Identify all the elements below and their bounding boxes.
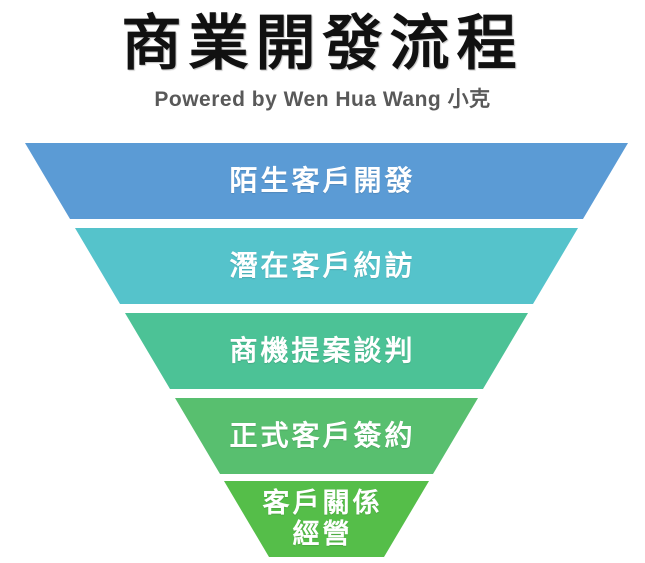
funnel-tier-4: 正式客戶簽約 <box>175 398 478 474</box>
page-title: 商業開發流程 <box>121 10 524 77</box>
funnel-tier-5: 客戶關係 經營 <box>224 481 429 557</box>
page-subtitle: Powered by Wen Hua Wang 小克 <box>154 88 491 111</box>
funnel-tier-2-label: 潛在客戶約訪 <box>229 249 416 281</box>
funnel-tier-5-label: 客戶關係 經營 <box>262 487 383 549</box>
funnel-tier-1-label: 陌生客戶開發 <box>229 164 416 196</box>
funnel-tier-3: 商機提案談判 <box>125 313 528 389</box>
funnel-tier-1: 陌生客戶開發 <box>25 143 628 219</box>
funnel-tier-4-label: 正式客戶簽約 <box>229 419 416 451</box>
business-development-funnel: 陌生客戶開發 潛在客戶約訪 商機提案談判 正式客戶簽約 客戶關係 經營 <box>0 143 645 557</box>
header: 商業開發流程 Powered by Wen Hua Wang 小克 <box>0 0 645 113</box>
funnel-tier-3-label: 商機提案談判 <box>229 334 416 366</box>
funnel-tier-2: 潛在客戶約訪 <box>75 228 578 304</box>
